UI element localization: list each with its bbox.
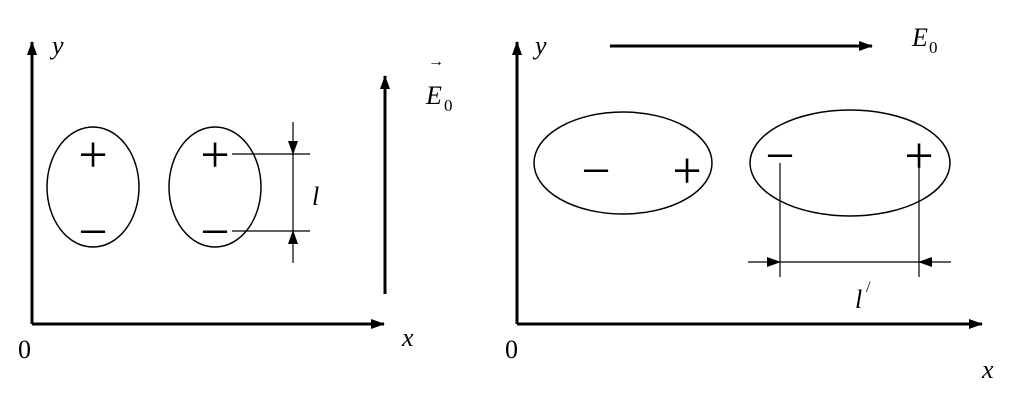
- molecule-ellipse: [168, 126, 262, 248]
- molecule-ellipse: [749, 109, 951, 217]
- right-origin-label: 0: [505, 335, 518, 364]
- positive-sign: +: [200, 127, 229, 184]
- molecule-ellipse: [46, 126, 140, 248]
- right-field-subscript: 0: [929, 38, 938, 57]
- positive-sign: +: [672, 143, 701, 200]
- left-distance-indicator: l: [232, 122, 319, 263]
- right-y-axis-label: y: [532, 31, 547, 60]
- positive-sign: +: [78, 127, 107, 184]
- left-y-axis-label: y: [49, 31, 64, 60]
- left-molecule-2: + −: [168, 126, 262, 261]
- negative-sign: −: [200, 204, 229, 261]
- right-distance-indicator: l /: [748, 163, 951, 314]
- left-field-subscript: 0: [444, 96, 453, 115]
- negative-sign: −: [78, 204, 107, 261]
- left-field-label: E: [425, 81, 442, 110]
- right-distance-label: l: [855, 285, 862, 314]
- left-origin-label: 0: [18, 335, 31, 364]
- left-field-vector-mark: →: [428, 53, 444, 70]
- right-molecule-1: − +: [533, 111, 713, 215]
- right-x-axis-label: x: [981, 355, 994, 384]
- right-distance-prime: /: [866, 279, 871, 296]
- left-distance-label: l: [312, 182, 319, 211]
- right-panel: y x 0 E 0 − + − + l /: [505, 23, 994, 384]
- left-panel: y x 0 → E 0 + − + − l: [18, 31, 453, 364]
- left-molecule-1: + −: [46, 126, 140, 261]
- negative-sign: −: [581, 143, 610, 200]
- left-x-axis-label: x: [401, 323, 414, 352]
- molecule-ellipse: [533, 111, 713, 215]
- right-field-label: E: [911, 23, 928, 52]
